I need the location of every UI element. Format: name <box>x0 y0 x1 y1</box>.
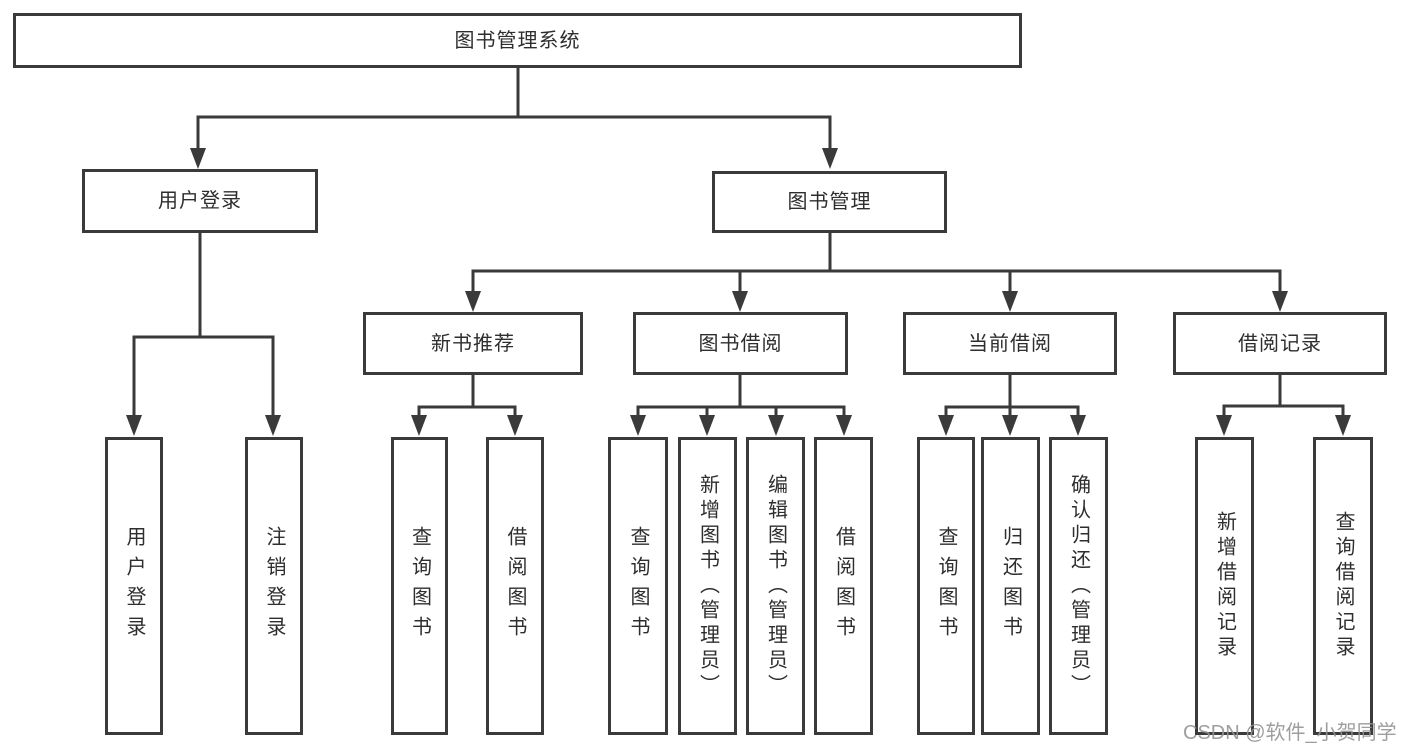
node-leaf-br-query: 查询借阅记录 <box>1313 437 1373 735</box>
arrowhead <box>126 415 142 436</box>
node-leaf-cb-query: 查询图书 <box>917 437 975 735</box>
arrowhead <box>699 415 715 436</box>
node-leaf-user-login: 用户登录 <box>105 437 163 735</box>
node-leaf-bb-query: 查询图书 <box>608 437 668 735</box>
node-leaf-bb-edit: 编辑图书（管理员） <box>746 437 805 735</box>
arrowhead <box>1002 415 1018 436</box>
edge-level3-branch <box>471 269 1282 293</box>
node-leaf-cb-confirm: 确认归还（管理员） <box>1049 437 1108 735</box>
node-user-login: 用户登录 <box>82 169 318 233</box>
watermark-text: CSDN @软件_小贺同学 <box>1183 722 1397 744</box>
node-root: 图书管理系统 <box>13 13 1022 68</box>
arrowhead <box>1216 415 1232 436</box>
edge-cb-branch <box>944 405 1080 419</box>
arrowhead <box>465 291 481 312</box>
node-borrow-records: 借阅记录 <box>1173 312 1387 375</box>
arrowhead <box>507 415 523 436</box>
node-leaf-nbr-borrow: 借阅图书 <box>486 437 544 735</box>
connector-group <box>126 68 1351 436</box>
node-current-borrow: 当前借阅 <box>903 312 1117 375</box>
node-leaf-cb-return: 归还图书 <box>981 437 1040 735</box>
node-book-borrow: 图书借阅 <box>633 312 848 375</box>
edge-level2-branch <box>196 115 832 153</box>
arrowhead <box>1335 415 1351 436</box>
arrowhead <box>265 415 281 436</box>
edge-br-branch <box>1222 404 1345 419</box>
edge-user-login-branch <box>132 335 275 423</box>
edge-nbr-branch <box>417 405 517 419</box>
arrowhead <box>822 148 838 169</box>
edge-bb-branch <box>636 405 846 419</box>
arrowhead <box>836 415 852 436</box>
arrowhead <box>1002 291 1018 312</box>
arrowhead <box>630 415 646 436</box>
node-leaf-logout: 注销登录 <box>245 437 303 735</box>
arrowhead <box>1070 415 1086 436</box>
arrowhead <box>938 415 954 436</box>
node-leaf-nbr-query: 查询图书 <box>391 437 448 735</box>
arrowhead <box>1272 291 1288 312</box>
arrowhead <box>768 415 784 436</box>
arrowhead <box>190 148 206 169</box>
node-leaf-br-add: 新增借阅记录 <box>1195 437 1254 735</box>
node-leaf-bb-borrow: 借阅图书 <box>814 437 873 735</box>
node-leaf-bb-add: 新增图书（管理员） <box>678 437 737 735</box>
node-new-book-rec: 新书推荐 <box>363 312 583 375</box>
node-book-mgmt: 图书管理 <box>712 171 947 233</box>
arrowhead <box>732 291 748 312</box>
arrowhead <box>411 415 427 436</box>
